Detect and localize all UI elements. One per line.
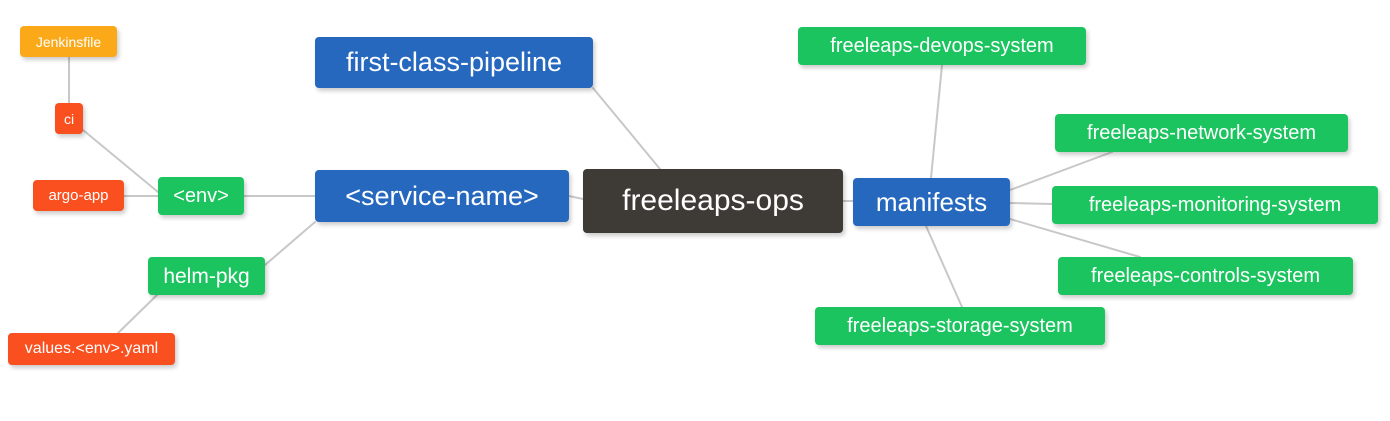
edge-manifests-to-freeleaps-devops-system <box>930 64 943 179</box>
edge-manifests-to-freeleaps-monitoring-system <box>1009 202 1053 205</box>
edge-service-name-to-helm-pkg <box>264 221 316 266</box>
edge-service-name-to-freeleaps-ops <box>568 195 584 200</box>
edge-manifests-to-freeleaps-controls-system <box>1009 218 1141 258</box>
edge-manifests-to-freeleaps-storage-system <box>925 225 963 308</box>
node-label-manifests: manifests <box>875 187 988 217</box>
node-jenkinsfile[interactable]: Jenkinsfile <box>20 26 117 57</box>
edge-first-class-pipeline-to-freeleaps-ops <box>592 87 661 170</box>
node-ci[interactable]: ci <box>55 103 83 134</box>
edge-helm-pkg-to-values-env-yaml <box>113 294 158 338</box>
node-label-ci: ci <box>63 110 75 127</box>
node-label-freeleaps-network-system: freeleaps-network-system <box>1087 122 1316 144</box>
node-label-freeleaps-controls-system: freeleaps-controls-system <box>1091 265 1320 287</box>
node-freeleaps-controls-system[interactable]: freeleaps-controls-system <box>1058 257 1353 295</box>
node-label-values-env-yaml: values.<env>.yaml <box>24 340 159 357</box>
node-label-freeleaps-ops: freeleaps-ops <box>622 184 804 217</box>
node-freeleaps-ops[interactable]: freeleaps-ops <box>583 169 843 233</box>
node-helm-pkg[interactable]: helm-pkg <box>148 257 265 295</box>
node-freeleaps-storage-system[interactable]: freeleaps-storage-system <box>815 307 1105 345</box>
node-label-jenkinsfile: Jenkinsfile <box>35 33 102 50</box>
node-argo-app[interactable]: argo-app <box>33 180 124 211</box>
node-label-env: <env> <box>173 185 229 207</box>
node-label-freeleaps-devops-system: freeleaps-devops-system <box>830 35 1054 57</box>
node-freeleaps-monitoring-system[interactable]: freeleaps-monitoring-system <box>1052 186 1378 224</box>
node-label-freeleaps-monitoring-system: freeleaps-monitoring-system <box>1088 194 1342 216</box>
node-label-service-name: <service-name> <box>345 180 539 211</box>
node-values-env-yaml[interactable]: values.<env>.yaml <box>8 333 175 365</box>
node-service-name[interactable]: <service-name> <box>315 170 569 222</box>
node-manifests[interactable]: manifests <box>853 178 1010 226</box>
node-freeleaps-network-system[interactable]: freeleaps-network-system <box>1055 114 1348 152</box>
node-freeleaps-devops-system[interactable]: freeleaps-devops-system <box>798 27 1086 65</box>
node-label-freeleaps-storage-system: freeleaps-storage-system <box>847 315 1073 337</box>
node-first-class-pipeline[interactable]: first-class-pipeline <box>315 37 593 88</box>
edge-manifests-to-freeleaps-network-system <box>1009 151 1113 191</box>
node-label-argo-app: argo-app <box>48 187 109 204</box>
node-label-helm-pkg: helm-pkg <box>163 264 250 288</box>
node-env[interactable]: <env> <box>158 177 244 215</box>
node-label-first-class-pipeline: first-class-pipeline <box>345 47 563 77</box>
